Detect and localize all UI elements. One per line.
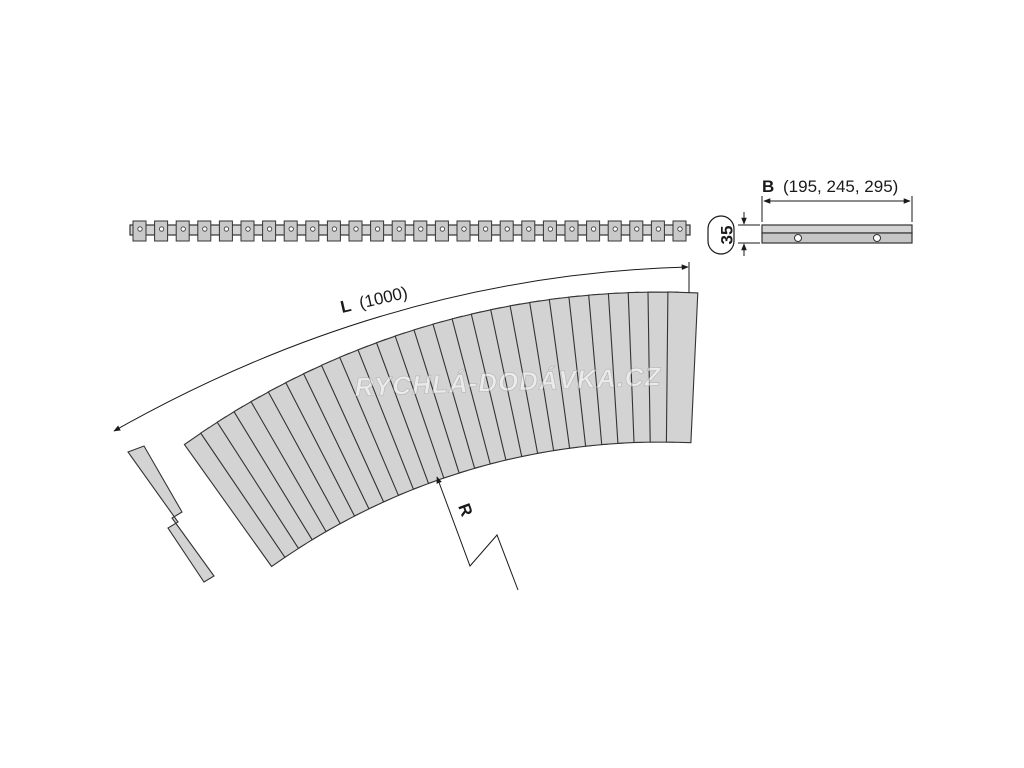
side-profile-pin bbox=[288, 226, 294, 232]
side-profile-pin bbox=[482, 226, 489, 232]
length-dimension-label: L (1000) bbox=[339, 283, 410, 317]
side-profile-pin bbox=[223, 226, 229, 232]
radius-dimension: R bbox=[436, 476, 519, 591]
radius-dimension-label: R bbox=[454, 501, 476, 519]
side-profile-pin bbox=[504, 226, 510, 232]
side-profile-pin bbox=[331, 226, 337, 232]
end-cross-section-view: B (195, 245, 295) 35 bbox=[707, 177, 913, 256]
grating-slat bbox=[665, 291, 699, 444]
side-profile-pin bbox=[418, 226, 424, 232]
side-profile-pin bbox=[655, 226, 662, 232]
width-dimension-label: B (195, 245, 295) bbox=[762, 177, 898, 196]
grating-end-piece bbox=[127, 445, 215, 583]
side-profile-pin bbox=[547, 226, 554, 232]
side-profile-pin bbox=[634, 226, 640, 232]
height-dimension-label: 35 bbox=[717, 226, 736, 245]
side-profile-base bbox=[129, 224, 691, 236]
side-profile-pin bbox=[569, 226, 575, 232]
side-profile-links bbox=[132, 220, 687, 242]
length-value: (1000) bbox=[357, 283, 409, 313]
side-profile-pin bbox=[180, 226, 186, 232]
length-letter: L bbox=[339, 296, 353, 317]
length-dimension: L (1000) bbox=[113, 262, 690, 432]
side-profile-pin bbox=[677, 226, 683, 232]
side-profile-pin bbox=[439, 226, 445, 232]
side-profile-pin bbox=[202, 226, 208, 232]
length-dimension-arc bbox=[113, 264, 689, 432]
cross-section-bottom bbox=[761, 232, 913, 244]
side-profile-pin bbox=[374, 226, 381, 232]
side-profile-pin bbox=[526, 226, 532, 232]
height-label-frame bbox=[707, 215, 735, 255]
side-profile-pin bbox=[266, 226, 273, 232]
curved-grating bbox=[127, 291, 699, 583]
side-profile-pin bbox=[310, 226, 316, 232]
cross-section-top bbox=[761, 224, 913, 234]
side-profile-pin bbox=[396, 226, 402, 232]
side-profile-pin bbox=[159, 226, 165, 232]
grating-slats bbox=[183, 291, 699, 568]
radius-leader bbox=[436, 476, 519, 591]
cross-section-hole-right bbox=[873, 234, 881, 242]
side-profile-pin bbox=[590, 226, 597, 232]
cross-section-hole-left bbox=[794, 234, 802, 242]
side-profile-pin bbox=[461, 226, 467, 232]
side-profile-view bbox=[129, 220, 691, 242]
width-letter: B bbox=[762, 177, 774, 196]
side-profile-pin bbox=[137, 226, 143, 232]
side-profile-pin bbox=[245, 226, 251, 232]
side-profile-pin bbox=[353, 226, 359, 232]
side-profile-pin bbox=[612, 226, 618, 232]
width-value: (195, 245, 295) bbox=[783, 177, 898, 196]
